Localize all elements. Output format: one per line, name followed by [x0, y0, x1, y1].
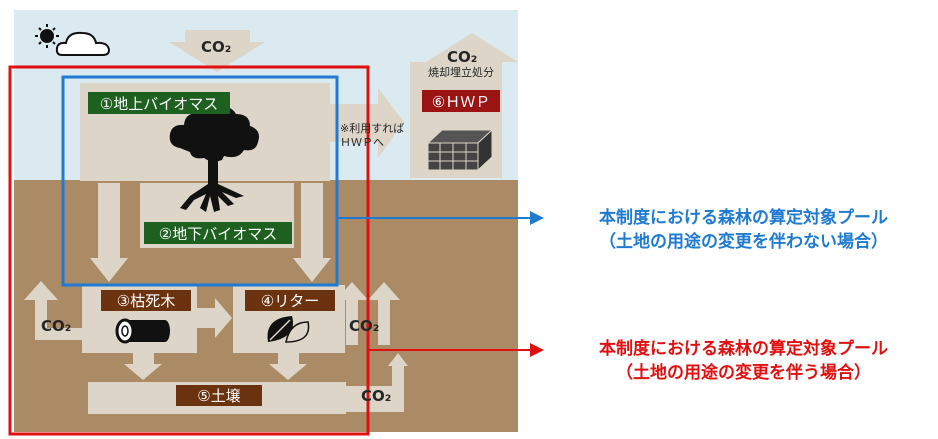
legend-blue-line2: （土地の用途の変更を伴わない場合） — [599, 232, 888, 252]
litterfall-arrow-right — [293, 183, 331, 282]
co2-hwp-label: CO₂ — [447, 48, 478, 66]
blue-connector-arrowhead — [530, 211, 544, 225]
litterfall-arrow-left — [90, 183, 128, 282]
above-ground-biomass-label: ①地上バイオマス — [88, 92, 230, 114]
co2-litter-label: CO₂ — [349, 317, 380, 335]
tree-icon — [169, 106, 259, 212]
co2-release-arrow-right — [368, 282, 400, 345]
soil-label: ⑤土壌 — [176, 385, 262, 406]
co2-uptake-arrow — [169, 30, 265, 72]
co2-dead-wood-label: CO₂ — [41, 317, 72, 335]
log-icon — [115, 318, 170, 344]
decay-arrow — [197, 298, 232, 338]
legend-blue-line1: 本制度における森林の算定対象プール — [599, 208, 888, 228]
harvest-note-line1: ※利用すれば — [340, 122, 405, 135]
hwp-label: ⑥ＨＷＰ — [422, 90, 500, 112]
to-soil-arrow-right — [269, 353, 307, 380]
lumber-stack-icon — [426, 128, 494, 172]
hwp-caption: 焼却埋立処分 — [428, 66, 494, 79]
litter-label: ④リター — [245, 290, 335, 311]
blue-boundary — [61, 75, 339, 287]
dead-wood-label: ③枯死木 — [101, 290, 191, 311]
soil-co2-arrow — [388, 353, 408, 366]
co2-release-arrow-mid — [336, 282, 368, 345]
legend-red: 本制度における森林の算定対象プール （土地の用途の変更を伴う場合） — [556, 337, 931, 385]
legend-blue: 本制度における森林の算定対象プール （土地の用途の変更を伴わない場合） — [556, 206, 931, 254]
red-boundary — [8, 65, 370, 436]
soil-co2-connector — [346, 366, 404, 412]
co2-soil-label: CO₂ — [361, 387, 392, 405]
below-ground-biomass-label: ②地下バイオマス — [144, 222, 292, 244]
sun-cloud-icon — [35, 24, 111, 56]
harvest-note-line2: ＨＷＰへ — [340, 136, 384, 149]
to-soil-arrow-left — [124, 353, 162, 380]
co2-uptake-label: CO₂ — [201, 38, 232, 56]
leaf-icon — [267, 316, 310, 343]
legend-red-line2: （土地の用途の変更を伴う場合） — [616, 363, 871, 383]
connector-left — [35, 328, 82, 340]
legend-red-line1: 本制度における森林の算定対象プール — [599, 339, 888, 359]
co2-release-arrow-left — [24, 281, 58, 336]
red-connector-arrowhead — [530, 343, 544, 357]
